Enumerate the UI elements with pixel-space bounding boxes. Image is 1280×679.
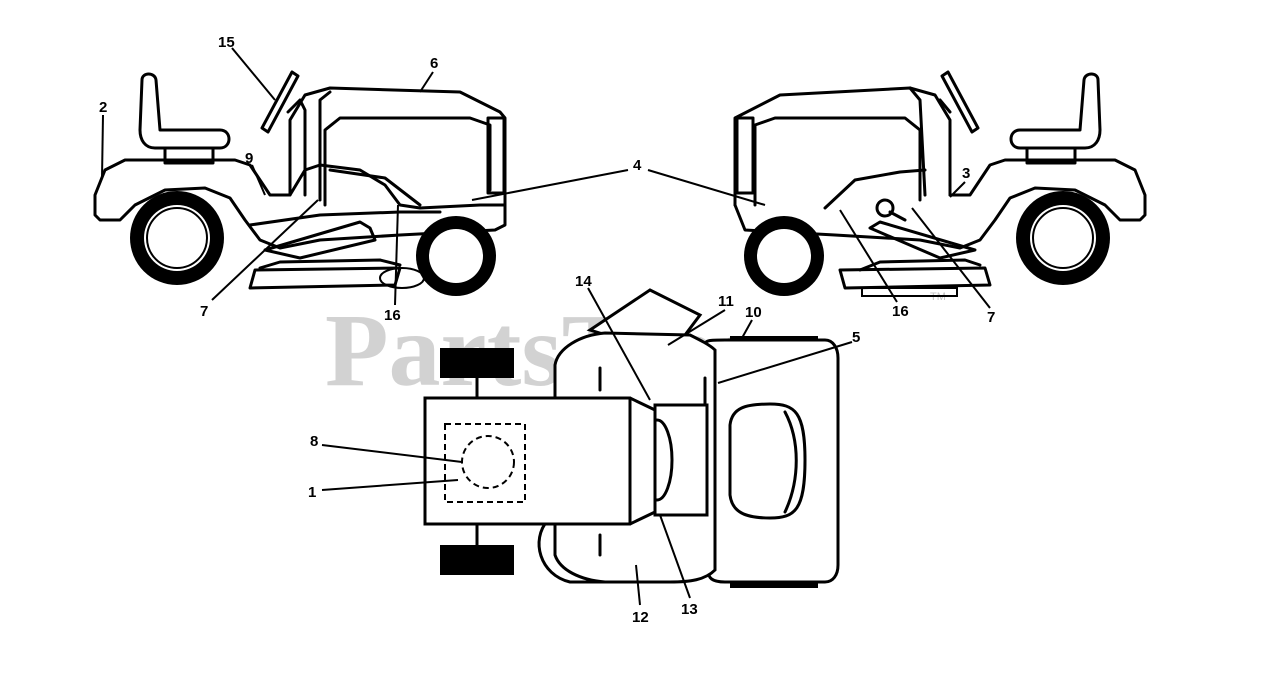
callout-7-left: 7 xyxy=(200,303,208,320)
tractor-top-icon xyxy=(423,288,840,588)
callout-1: 1 xyxy=(308,484,316,501)
callout-12: 12 xyxy=(632,609,649,626)
callout-7-right: 7 xyxy=(987,309,995,326)
tractor-side-right-icon xyxy=(733,70,1147,297)
leader-lines xyxy=(101,47,991,606)
callout-10: 10 xyxy=(745,304,762,321)
callout-4: 4 xyxy=(633,157,642,174)
callout-2: 2 xyxy=(99,99,107,116)
callout-15: 15 xyxy=(218,34,235,51)
callout-16-left: 16 xyxy=(384,307,401,324)
callout-16-right: 16 xyxy=(892,303,909,320)
callouts: 15 6 2 9 4 7 16 3 16 7 14 11 10 5 8 1 12… xyxy=(99,34,995,626)
callout-13: 13 xyxy=(681,601,698,618)
callout-11: 11 xyxy=(718,293,734,310)
tractor-side-left-icon xyxy=(93,70,507,296)
callout-3: 3 xyxy=(962,165,970,182)
callout-9: 9 xyxy=(245,150,253,167)
callout-8: 8 xyxy=(310,433,318,450)
callout-14: 14 xyxy=(575,273,592,290)
callout-6: 6 xyxy=(430,55,438,72)
callout-5: 5 xyxy=(852,329,860,346)
